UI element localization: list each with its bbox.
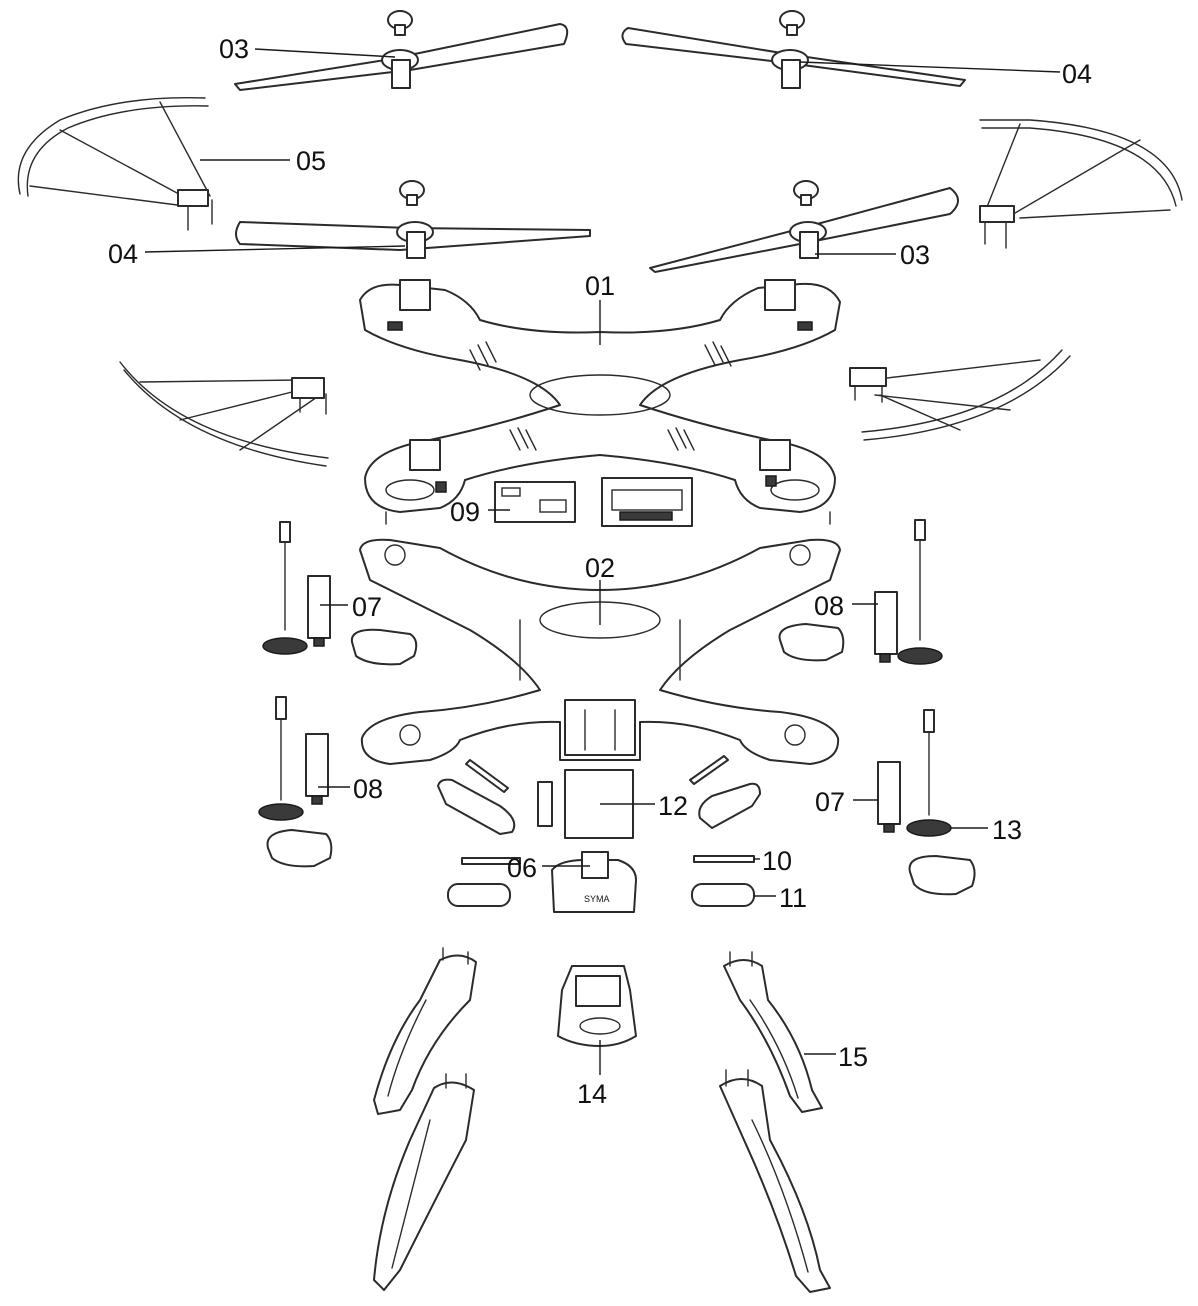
part-labels: 03 04 05 04 03 01 09 02 07 08 08 07 12 1… — [108, 34, 1092, 1109]
pad-left — [447, 883, 511, 907]
camera-gimbal-14 — [557, 965, 637, 1047]
propeller-03-top-left — [234, 10, 569, 91]
label-06: 06 — [507, 853, 537, 883]
label-15: 15 — [838, 1042, 868, 1072]
label-11: 11 — [779, 883, 807, 913]
propeller-guard-mid-right — [849, 349, 1071, 441]
label-02: 02 — [585, 553, 615, 583]
motor-assembly-right-lower — [877, 709, 976, 896]
propeller-guard-05-top-left — [17, 97, 213, 231]
label-04-top-right: 04 — [1062, 59, 1092, 89]
propeller-04-mid-left — [235, 180, 591, 259]
receiver-board-09 — [494, 481, 576, 523]
label-14: 14 — [577, 1079, 607, 1109]
landing-leg-upper-right-15 — [723, 951, 823, 1113]
label-08-lower-left: 08 — [353, 774, 383, 804]
thin-rod-right — [689, 755, 729, 785]
mount-bracket — [601, 477, 693, 527]
motor-assembly-right-upper — [778, 519, 943, 665]
part-06-cover — [461, 851, 637, 913]
leader-lines — [144, 48, 1061, 1075]
label-10: 10 — [762, 846, 792, 876]
label-07-lower-right: 07 — [815, 787, 845, 817]
label-03-top-left: 03 — [219, 34, 249, 64]
part-10-rod — [693, 855, 755, 863]
strap-right — [698, 782, 761, 829]
landing-leg-lower-left — [373, 1073, 475, 1291]
motor-assembly-left-upper — [262, 521, 418, 666]
landing-leg-upper-left — [373, 947, 477, 1115]
landing-leg-lower-right — [719, 1069, 831, 1293]
propeller-04-top-right — [621, 10, 966, 89]
part-11-pad — [691, 883, 755, 907]
label-04-mid-left: 04 — [108, 239, 138, 269]
lower-frame-02 — [359, 538, 841, 765]
label-09: 09 — [450, 497, 480, 527]
label-07-upper-left: 07 — [352, 592, 382, 622]
label-13: 13 — [992, 815, 1022, 845]
propeller-guard-mid-left — [119, 361, 329, 467]
small-connector — [537, 781, 553, 827]
gimbal-brand-text: SYMA — [584, 894, 610, 904]
label-03-mid-right: 03 — [900, 240, 930, 270]
label-12: 12 — [658, 791, 688, 821]
label-01: 01 — [585, 271, 615, 301]
motor-assembly-left-lower — [258, 696, 333, 868]
thin-rod-left — [465, 759, 509, 793]
propeller-guard-top-right — [979, 119, 1183, 249]
strap-left — [437, 778, 516, 835]
upper-body-shell-01 — [359, 279, 841, 525]
propeller-03-mid-right — [649, 180, 959, 273]
label-05: 05 — [296, 146, 326, 176]
label-08-upper-right: 08 — [814, 591, 844, 621]
